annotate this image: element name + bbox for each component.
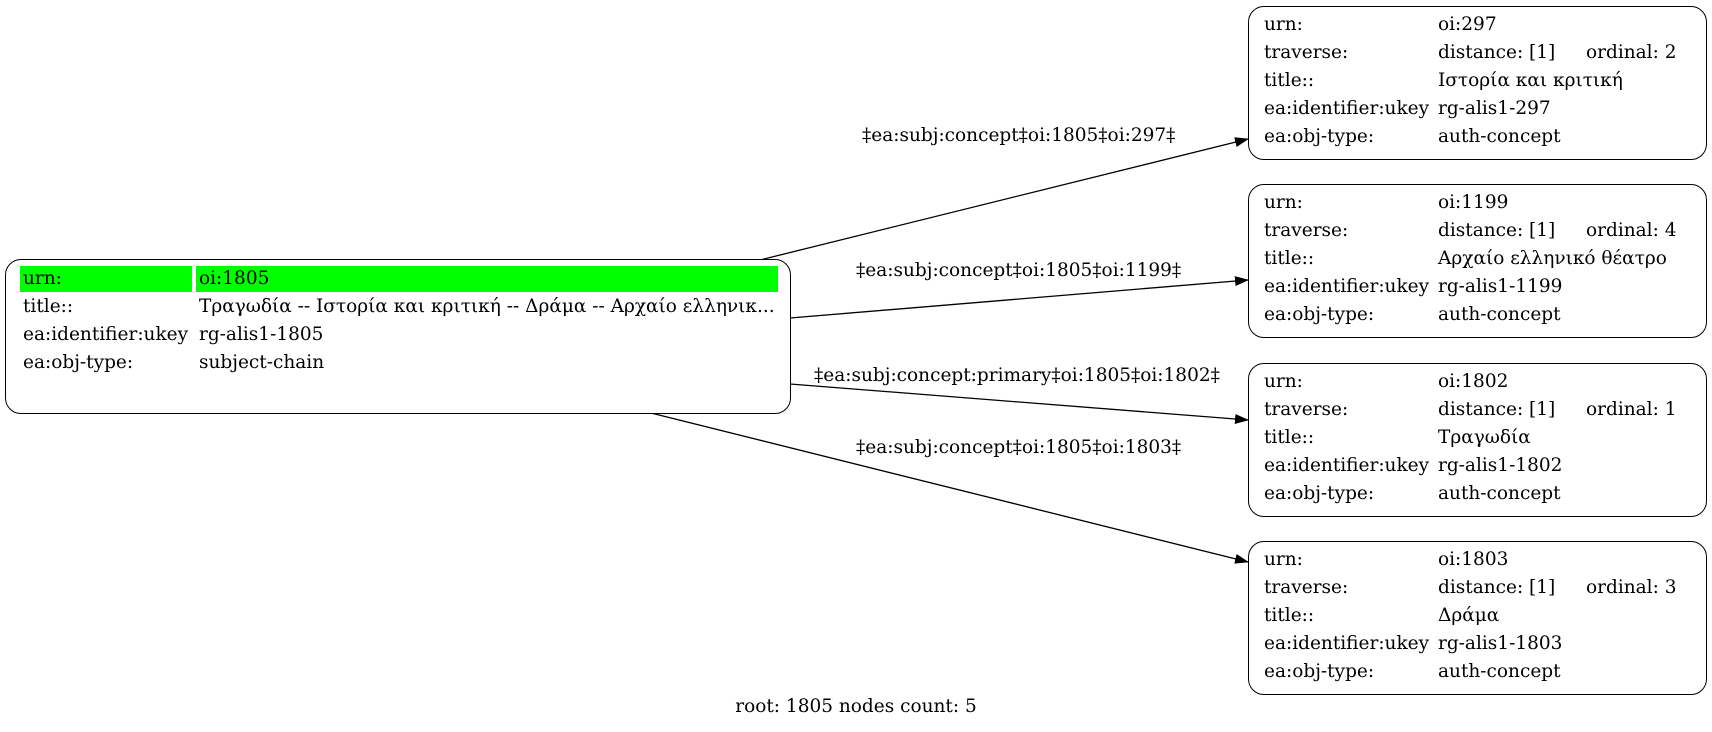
ukey-value: rg-alis1-1802 bbox=[1438, 455, 1563, 476]
urn-value: oi:1199 bbox=[1438, 192, 1509, 213]
edge-label: ‡ea:subj:concept‡oi:1805‡oi:1803‡ bbox=[856, 437, 1182, 458]
graph-footer: root: 1805 nodes count: 5 bbox=[735, 696, 977, 717]
traverse-key: traverse: bbox=[1264, 220, 1349, 241]
ukey-value: rg-alis1-1803 bbox=[1438, 633, 1563, 654]
ukey-row: ea:identifier:ukey rg-alis1-1803 bbox=[1249, 631, 1706, 659]
type-row: ea:obj-type: auth-concept bbox=[1249, 124, 1706, 152]
distance-value: distance: [1] bbox=[1438, 399, 1556, 420]
edge-1805-1802 bbox=[789, 383, 1249, 424]
traverse-key: traverse: bbox=[1264, 399, 1349, 420]
ukey-row: ea:identifier:ukey rg-alis1-1199 bbox=[1249, 274, 1706, 302]
child-node[interactable]: urn: oi:297 traverse: distance: [1] ordi… bbox=[1248, 6, 1707, 160]
ukey-key: ea:identifier:ukey bbox=[1264, 98, 1430, 119]
type-value: auth-concept bbox=[1438, 483, 1561, 504]
type-value: auth-concept bbox=[1438, 126, 1561, 147]
traverse-key: traverse: bbox=[1264, 577, 1349, 598]
type-row: ea:obj-type: auth-concept bbox=[1249, 481, 1706, 509]
ordinal-value: ordinal: 2 bbox=[1586, 42, 1677, 63]
root-urn-key: urn: bbox=[20, 266, 192, 292]
traverse-row: traverse: distance: [1] ordinal: 3 bbox=[1249, 575, 1706, 603]
title-value: Ιστορία και κριτική bbox=[1438, 70, 1623, 91]
title-key: title:: bbox=[1264, 427, 1315, 448]
root-urn-row: urn: oi:1805 bbox=[6, 266, 790, 294]
traverse-row: traverse: distance: [1] ordinal: 1 bbox=[1249, 397, 1706, 425]
urn-row: urn: oi:1803 bbox=[1249, 547, 1706, 575]
type-key: ea:obj-type: bbox=[1264, 126, 1375, 147]
ukey-row: ea:identifier:ukey rg-alis1-1802 bbox=[1249, 453, 1706, 481]
ukey-key: ea:identifier:ukey bbox=[1264, 633, 1430, 654]
root-type-row: ea:obj-type: subject-chain bbox=[6, 350, 790, 378]
edge-label: ‡ea:subj:concept:primary‡oi:1805‡oi:1802… bbox=[814, 365, 1220, 386]
title-value: Αρχαίο ελληνικό θέατρο bbox=[1438, 248, 1667, 269]
title-row: title:: Αρχαίο ελληνικό θέατρο bbox=[1249, 246, 1706, 274]
edge-label: ‡ea:subj:concept‡oi:1805‡oi:297‡ bbox=[862, 125, 1176, 146]
traverse-row: traverse: distance: [1] ordinal: 4 bbox=[1249, 218, 1706, 246]
type-key: ea:obj-type: bbox=[1264, 304, 1375, 325]
urn-row: urn: oi:297 bbox=[1249, 12, 1706, 40]
title-value: Δράμα bbox=[1438, 605, 1500, 626]
ukey-key: ea:identifier:ukey bbox=[1264, 455, 1430, 476]
title-key: title:: bbox=[1264, 248, 1315, 269]
urn-row: urn: oi:1199 bbox=[1249, 190, 1706, 218]
urn-value: oi:297 bbox=[1438, 14, 1497, 35]
edge-1805-1803 bbox=[650, 412, 1249, 564]
type-value: auth-concept bbox=[1438, 661, 1561, 682]
root-ukey-key: ea:identifier:ukey bbox=[23, 324, 189, 345]
title-key: title:: bbox=[1264, 70, 1315, 91]
root-title-value: Τραγωδία -- Ιστορία και κριτική -- Δράμα… bbox=[199, 296, 775, 317]
traverse-key: traverse: bbox=[1264, 42, 1349, 63]
root-title-key: title:: bbox=[23, 296, 74, 317]
distance-value: distance: [1] bbox=[1438, 577, 1556, 598]
urn-key: urn: bbox=[1264, 371, 1303, 392]
title-row: title:: Ιστορία και κριτική bbox=[1249, 68, 1706, 96]
root-ukey-row: ea:identifier:ukey rg-alis1-1805 bbox=[6, 322, 790, 350]
ukey-value: rg-alis1-1199 bbox=[1438, 276, 1563, 297]
distance-value: distance: [1] bbox=[1438, 42, 1556, 63]
root-type-value: subject-chain bbox=[199, 352, 325, 373]
root-title-row: title:: Τραγωδία -- Ιστορία και κριτική … bbox=[6, 294, 790, 322]
ordinal-value: ordinal: 1 bbox=[1586, 399, 1677, 420]
urn-value: oi:1802 bbox=[1438, 371, 1509, 392]
type-key: ea:obj-type: bbox=[1264, 661, 1375, 682]
child-node[interactable]: urn: oi:1803 traverse: distance: [1] ord… bbox=[1248, 541, 1707, 695]
traverse-row: traverse: distance: [1] ordinal: 2 bbox=[1249, 40, 1706, 68]
root-node[interactable]: urn: oi:1805 title:: Τραγωδία -- Ιστορία… bbox=[5, 259, 791, 414]
type-row: ea:obj-type: auth-concept bbox=[1249, 659, 1706, 687]
title-value: Τραγωδία bbox=[1438, 427, 1531, 448]
child-node[interactable]: urn: oi:1199 traverse: distance: [1] ord… bbox=[1248, 184, 1707, 338]
edge-label: ‡ea:subj:concept‡oi:1805‡oi:1199‡ bbox=[856, 260, 1182, 281]
root-type-key: ea:obj-type: bbox=[23, 352, 134, 373]
edge-1805-1199 bbox=[789, 276, 1249, 319]
title-row: title:: Δράμα bbox=[1249, 603, 1706, 631]
urn-key: urn: bbox=[1264, 549, 1303, 570]
child-node[interactable]: urn: oi:1802 traverse: distance: [1] ord… bbox=[1248, 363, 1707, 517]
urn-key: urn: bbox=[1264, 14, 1303, 35]
title-row: title:: Τραγωδία bbox=[1249, 425, 1706, 453]
ukey-row: ea:identifier:ukey rg-alis1-297 bbox=[1249, 96, 1706, 124]
urn-key: urn: bbox=[1264, 192, 1303, 213]
ukey-key: ea:identifier:ukey bbox=[1264, 276, 1430, 297]
urn-row: urn: oi:1802 bbox=[1249, 369, 1706, 397]
ordinal-value: ordinal: 4 bbox=[1586, 220, 1677, 241]
type-key: ea:obj-type: bbox=[1264, 483, 1375, 504]
title-key: title:: bbox=[1264, 605, 1315, 626]
root-ukey-value: rg-alis1-1805 bbox=[199, 324, 324, 345]
ukey-value: rg-alis1-297 bbox=[1438, 98, 1551, 119]
urn-value: oi:1803 bbox=[1438, 549, 1509, 570]
distance-value: distance: [1] bbox=[1438, 220, 1556, 241]
type-value: auth-concept bbox=[1438, 304, 1561, 325]
ordinal-value: ordinal: 3 bbox=[1586, 577, 1677, 598]
type-row: ea:obj-type: auth-concept bbox=[1249, 302, 1706, 330]
root-urn-value: oi:1805 bbox=[196, 266, 778, 292]
